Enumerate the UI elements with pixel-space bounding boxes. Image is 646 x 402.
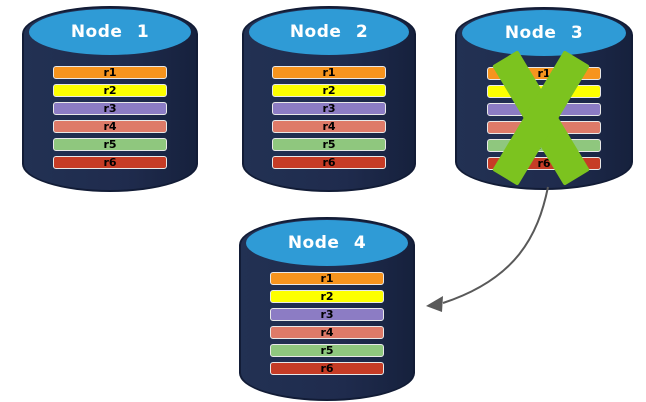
- replica-row-r1: r1: [53, 66, 167, 79]
- replica-row-r1: r1: [272, 66, 386, 79]
- failure-x-icon: [471, 50, 611, 186]
- replica-row-r2: r2: [53, 84, 167, 97]
- replica-row-r3: r3: [272, 102, 386, 115]
- node-title: Node 3: [504, 23, 584, 43]
- node-4-cylinder: Node 4 r1 r2 r3 r4 r5 r6: [239, 217, 415, 401]
- replica-row-r3: r3: [53, 102, 167, 115]
- replica-row-r6: r6: [53, 156, 167, 169]
- replica-row-r4: r4: [272, 120, 386, 133]
- db-cylinder-top: [246, 220, 408, 266]
- node-3-cylinder: Node 3 r1 r2 r3 r4 r5 r6: [455, 7, 633, 190]
- replica-row-r3: r3: [270, 308, 384, 321]
- replica-row-r6: r6: [272, 156, 386, 169]
- node-title: Node 4: [287, 233, 367, 253]
- replica-row-r4: r4: [53, 120, 167, 133]
- replica-row-r4: r4: [270, 326, 384, 339]
- db-cylinder-top: [29, 9, 191, 55]
- replica-row-r5: r5: [53, 138, 167, 151]
- db-cylinder-top: [462, 10, 626, 56]
- db-cylinder-top: [249, 9, 409, 55]
- replica-rows: r1 r2 r3 r4 r5 r6: [53, 66, 167, 174]
- replica-row-r6: r6: [270, 362, 384, 375]
- node-2-cylinder: Node 2 r1 r2 r3 r4 r5 r6: [242, 6, 416, 192]
- node-1-cylinder: Node 1 r1 r2 r3 r4 r5 r6: [22, 6, 198, 192]
- node-title: Node 1: [70, 22, 150, 42]
- node-title: Node 2: [289, 22, 369, 42]
- replica-row-r2: r2: [270, 290, 384, 303]
- replica-row-r5: r5: [270, 344, 384, 357]
- replica-row-r2: r2: [272, 84, 386, 97]
- replica-row-r1: r1: [270, 272, 384, 285]
- replica-rows: r1 r2 r3 r4 r5 r6: [270, 272, 384, 380]
- replica-row-r5: r5: [272, 138, 386, 151]
- replica-rows: r1 r2 r3 r4 r5 r6: [272, 66, 386, 174]
